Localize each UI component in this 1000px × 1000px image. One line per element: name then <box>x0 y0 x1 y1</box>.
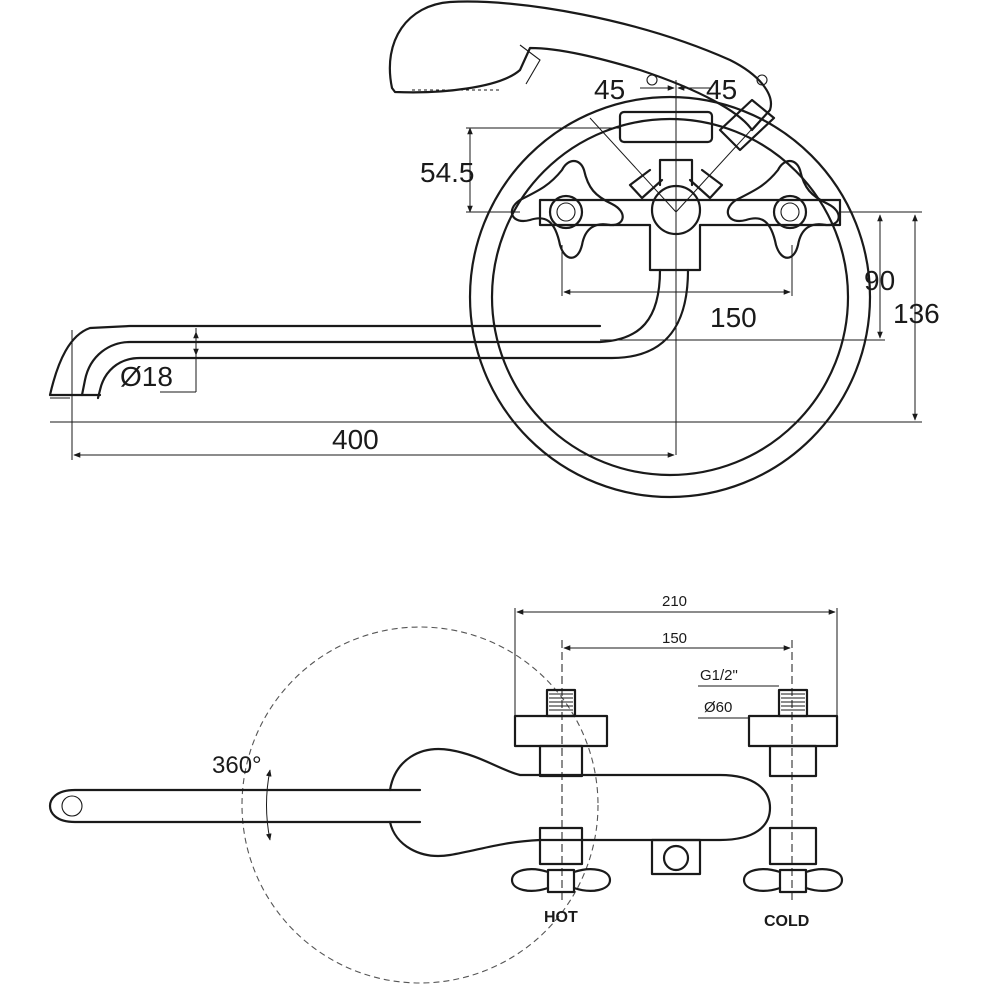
hot-cross-handle-plan <box>510 826 612 894</box>
dim-height-offset: 54.5 <box>420 157 475 188</box>
shower-holder <box>618 110 714 144</box>
spout-tip <box>48 324 602 397</box>
label-hot: HOT <box>544 909 578 926</box>
rotation-circle <box>241 626 599 984</box>
mixer-body-plan <box>388 747 772 858</box>
top-dimension-lines <box>50 74 922 460</box>
cold-eccentric <box>747 688 839 778</box>
bottom-dimension-lines <box>266 608 838 900</box>
dim-spacing: 150 <box>710 302 757 333</box>
dim-angle-left: 45 <box>594 74 625 105</box>
label-cold: COLD <box>764 913 809 930</box>
shower-holder-arm <box>718 98 776 152</box>
dim-thread: G1/2" <box>700 667 738 684</box>
cold-cross-handle-plan <box>742 826 844 894</box>
hose-loop-inner <box>490 117 850 477</box>
top-view-drawing: 45 45 54.5 150 90 136 Ø18 400 <box>48 0 940 499</box>
hot-eccentric <box>513 688 609 778</box>
spout-plan <box>48 788 422 824</box>
dim-width-210: 210 <box>662 593 687 610</box>
dim-spacing-150: 150 <box>662 630 687 647</box>
shower-head-face <box>519 44 541 85</box>
spout <box>80 268 662 397</box>
dim-height-136: 136 <box>893 298 940 329</box>
dim-spout-length: 400 <box>332 424 379 455</box>
diverter-plan <box>650 838 702 876</box>
dim-rotation: 360° <box>212 752 262 779</box>
dim-angle-right: 45 <box>706 74 737 105</box>
diverter-lever-left <box>628 168 664 200</box>
hose-loop-outer <box>468 95 872 499</box>
diverter-lever-right <box>688 168 724 200</box>
bottom-view-drawing: 210 150 G1/2" Ø60 360° HOT COLD <box>48 593 844 984</box>
dim-height-90: 90 <box>864 265 895 296</box>
dim-spout-diameter: Ø18 <box>120 361 173 392</box>
cold-cross-handle-top <box>726 159 840 259</box>
shower-handset <box>388 0 773 132</box>
hot-cross-handle-top <box>510 159 624 259</box>
dim-flange-diameter: Ø60 <box>704 699 732 716</box>
